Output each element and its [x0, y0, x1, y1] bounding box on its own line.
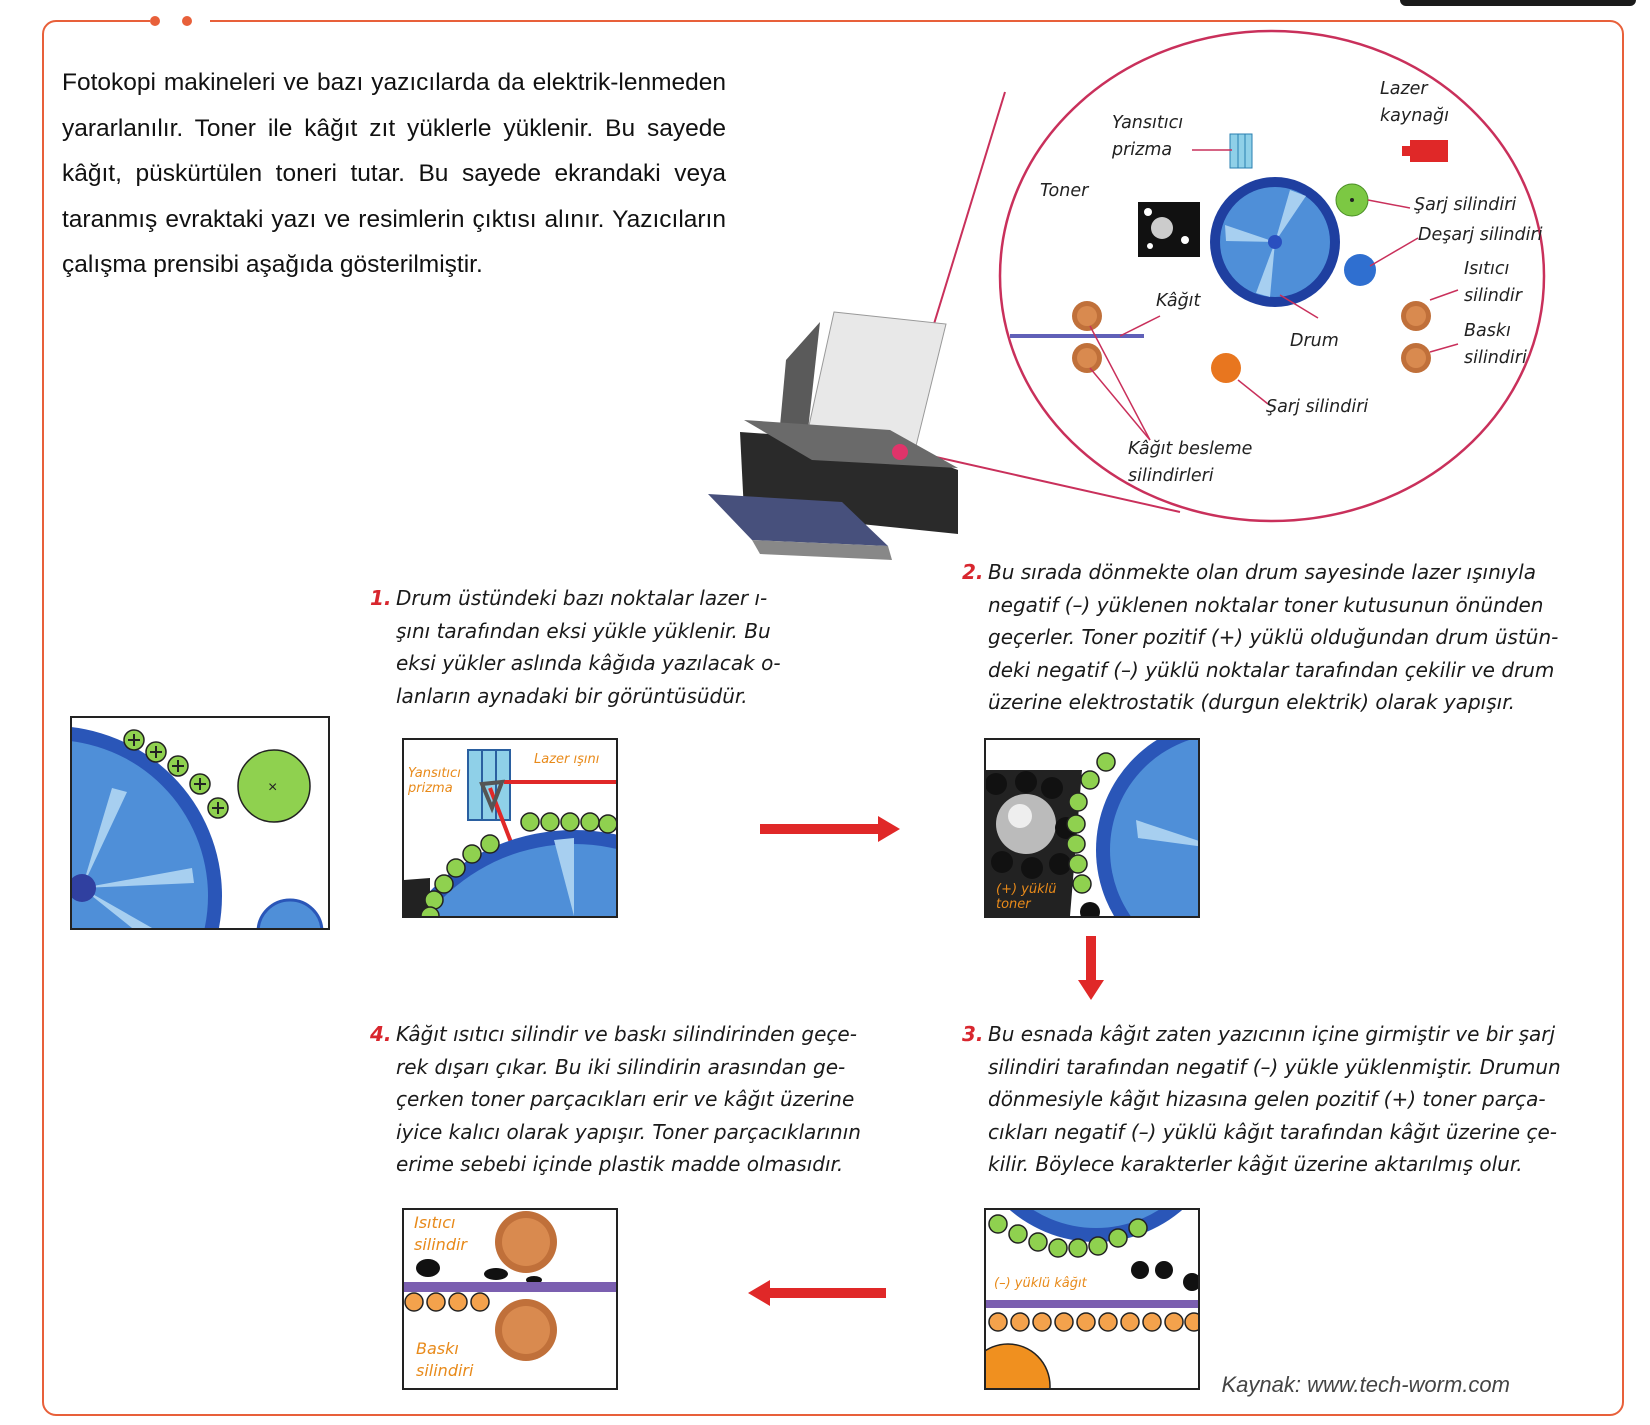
decor-dot — [150, 16, 160, 26]
printer-icon — [708, 311, 958, 560]
panel-label-baski: Baskı silindiri — [416, 1339, 474, 1380]
step-number: 2. — [962, 560, 984, 584]
step-number: 1. — [370, 586, 392, 610]
intro-paragraph: Fotokopi makineleri ve bazı yazıcılarda … — [62, 69, 726, 278]
panel-label-arti-toner: (+) yüklü toner — [996, 882, 1057, 912]
step-2: 2. Bu sırada dönmekte olan drum sayesind… — [962, 556, 1608, 719]
step-text: Drum üstündeki bazı noktalar lazer ı- şı… — [396, 586, 781, 708]
step-1-panel: Yansıtıcı prizma Lazer ışını — [402, 738, 618, 918]
label-sarj-silindiri-bottom: Şarj silindiri — [1266, 397, 1369, 417]
printer-diagram — [708, 29, 1546, 560]
step-4-panel: Isıtıcı silindir Baskı silindiri — [402, 1208, 618, 1390]
arrow-down-icon — [1078, 936, 1104, 1000]
label-toner: Toner — [1040, 181, 1089, 201]
step-4: 4. Kâğıt ısıtıcı silindir ve baskı silin… — [370, 1018, 916, 1181]
content-frame — [42, 20, 1624, 1416]
step-3: 3. Bu esnada kâğıt zaten yazıcının içine… — [962, 1018, 1608, 1181]
panel-label-lazer-isini: Lazer ışını — [534, 752, 600, 767]
label-lazer-kaynagi: Lazer kaynağı — [1380, 79, 1450, 126]
label-kagit-besleme: Kâğıt besleme silindirleri — [1128, 439, 1253, 486]
step-number: 4. — [370, 1022, 392, 1046]
step-3-panel: (–) yüklü kâğıt — [984, 1208, 1200, 1390]
step-1: 1. Drum üstündeki bazı noktalar lazer ı-… — [370, 582, 826, 712]
step-text: Bu esnada kâğıt zaten yazıcının içine gi… — [988, 1022, 1561, 1176]
step-text: Bu sırada dönmekte olan drum sayesinde l… — [988, 560, 1559, 714]
step-2-panel: (+) yüklü toner — [984, 738, 1200, 918]
label-baski-silindiri: Baskı silindiri — [1464, 321, 1527, 368]
label-kagit: Kâğıt — [1156, 291, 1201, 311]
panel-label-yansitici: Yansıtıcı prizma — [408, 766, 461, 796]
label-drum: Drum — [1290, 331, 1339, 351]
label-sarj-silindiri-top: Şarj silindiri — [1414, 195, 1517, 215]
panel-label-eksi-kagit: (–) yüklü kâğıt — [994, 1276, 1087, 1291]
top-tab-bar — [1400, 0, 1636, 6]
decor-dot — [182, 16, 192, 26]
label-desarj-silindiri: Deşarj silindiri — [1418, 225, 1543, 245]
source-citation: Kaynak: www.tech-worm.com — [1221, 1372, 1510, 1397]
step-text: Kâğıt ısıtıcı silindir ve baskı silindir… — [396, 1022, 861, 1176]
label-yansitici-prizma: Yansıtıcı prizma — [1112, 113, 1184, 160]
step-number: 3. — [962, 1022, 984, 1046]
arrow-left-icon — [748, 1280, 886, 1306]
panel-label-isitici: Isıtıcı silindir — [414, 1213, 467, 1254]
drum-icon — [1210, 177, 1340, 307]
label-isitici-silindir: Isıtıcı silindir — [1464, 259, 1522, 306]
drum-closeup-panel: × — [70, 716, 330, 930]
arrow-right-icon — [760, 816, 900, 842]
svg-text:×: × — [268, 779, 277, 796]
